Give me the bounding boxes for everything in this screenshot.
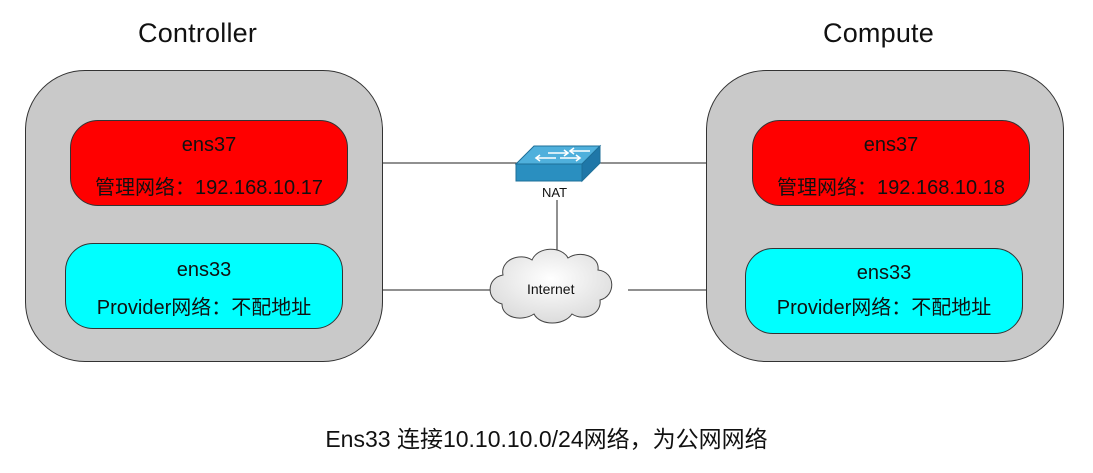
compute-provider-label: Provider网络：不配地址 xyxy=(776,297,992,319)
controller-provider-name: ens33 xyxy=(176,259,232,281)
diagram-caption: Ens33 连接10.10.10.0/24网络，为公网网络 xyxy=(325,426,768,452)
cloud-icon xyxy=(489,248,613,324)
compute-title: Compute xyxy=(823,18,934,48)
compute-mgmt-interface: ens37 管理网络：192.168.10.18 xyxy=(752,120,1030,206)
compute-provider-interface: ens33 Provider网络：不配地址 xyxy=(745,248,1023,334)
compute-mgmt-name: ens37 xyxy=(863,134,919,156)
compute-mgmt-label: 管理网络：192.168.10.18 xyxy=(777,177,1005,199)
controller-mgmt-label: 管理网络：192.168.10.17 xyxy=(95,177,323,199)
compute-provider-name: ens33 xyxy=(856,262,912,284)
controller-provider-interface: ens33 Provider网络：不配地址 xyxy=(65,243,343,329)
switch-icon xyxy=(514,144,602,183)
controller-mgmt-name: ens37 xyxy=(181,134,237,156)
controller-provider-label: Provider网络：不配地址 xyxy=(96,297,312,319)
internet-label: Internet xyxy=(527,281,575,297)
controller-mgmt-interface: ens37 管理网络：192.168.10.17 xyxy=(70,120,348,206)
nat-label: NAT xyxy=(542,185,568,200)
controller-title: Controller xyxy=(138,18,258,48)
